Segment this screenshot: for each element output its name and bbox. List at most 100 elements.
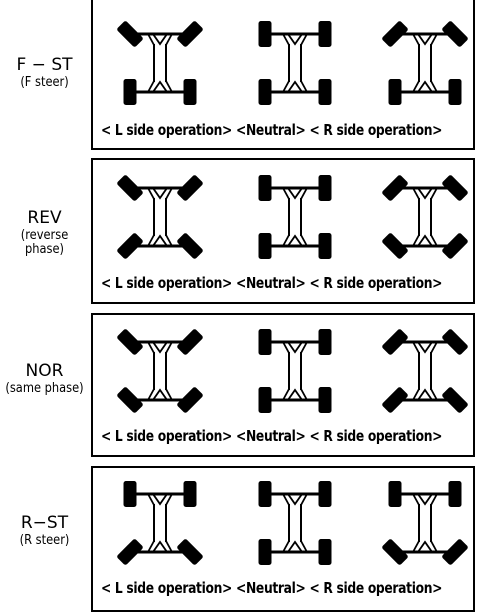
rear-axle — [136, 388, 184, 402]
rear-right-wheel — [177, 539, 203, 565]
front-right-wheel — [177, 175, 203, 201]
rear-axle — [401, 540, 449, 554]
rear-right-wheel — [318, 387, 332, 413]
front-left-wheel — [382, 329, 408, 355]
front-left-wheel — [388, 481, 402, 507]
caption-neutral: <Neutral> — [235, 427, 306, 445]
front-right-wheel — [448, 481, 462, 507]
front-left-wheel — [117, 21, 143, 47]
rear-left-wheel — [117, 233, 143, 259]
mode-subtitle: (R steer) — [19, 532, 70, 548]
front-left-wheel — [382, 175, 408, 201]
rear-left-wheel — [382, 539, 408, 565]
front-axle — [136, 186, 184, 200]
mode-subtitle: (reverse phase) — [20, 227, 69, 258]
front-right-wheel — [442, 21, 468, 47]
rear-left-wheel — [382, 233, 408, 259]
rear-axle — [401, 388, 449, 402]
rear-axle — [271, 388, 319, 402]
mode-name: NOR — [25, 361, 64, 381]
caption-left: < L side operation> — [101, 121, 233, 139]
vehicle — [382, 21, 468, 105]
vehicle — [382, 175, 468, 259]
front-axle — [271, 186, 319, 200]
rear-left-wheel — [117, 539, 143, 565]
rear-axle — [401, 234, 449, 248]
rear-right-wheel — [177, 233, 203, 259]
captions-row: < L side operation> <Neutral> < R side o… — [101, 427, 442, 445]
vehicle — [258, 175, 332, 259]
front-left-wheel — [117, 175, 143, 201]
rear-right-wheel — [183, 79, 197, 105]
vehicle — [117, 21, 203, 105]
rear-left-wheel — [258, 539, 272, 565]
mode-label-r-st: R−ST (R steer) — [0, 513, 89, 548]
rear-left-wheel — [117, 387, 143, 413]
front-right-wheel — [177, 21, 203, 47]
front-left-wheel — [382, 21, 408, 47]
caption-neutral: <Neutral> — [235, 121, 306, 139]
vehicle — [258, 329, 332, 413]
front-right-wheel — [318, 175, 332, 201]
front-axle — [136, 492, 184, 506]
rear-right-wheel — [442, 387, 468, 413]
front-right-wheel — [177, 329, 203, 355]
mode-label-f-st: F − ST (F steer) — [0, 55, 89, 90]
front-right-wheel — [442, 175, 468, 201]
rear-axle — [136, 80, 184, 94]
mode-name: REV — [27, 208, 62, 228]
front-right-wheel — [442, 329, 468, 355]
vehicle — [382, 329, 468, 413]
vehicle — [117, 329, 203, 413]
rear-axle — [271, 540, 319, 554]
rear-left-wheel — [123, 79, 137, 105]
rear-axle — [136, 234, 184, 248]
vehicle — [258, 481, 332, 565]
panel-f-st — [91, 0, 475, 150]
front-axle — [401, 32, 449, 46]
mode-name: F − ST — [16, 55, 73, 75]
rear-axle — [271, 234, 319, 248]
mode-subtitle: (same phase) — [5, 380, 84, 396]
rear-left-wheel — [258, 233, 272, 259]
front-right-wheel — [318, 329, 332, 355]
rear-left-wheel — [382, 387, 408, 413]
front-right-wheel — [318, 21, 332, 47]
front-right-wheel — [183, 481, 197, 507]
panel-nor — [91, 313, 475, 457]
rear-right-wheel — [318, 539, 332, 565]
rear-right-wheel — [177, 387, 203, 413]
caption-right: < R side operation> — [309, 427, 443, 445]
front-axle — [401, 186, 449, 200]
front-axle — [401, 340, 449, 354]
rear-right-wheel — [318, 233, 332, 259]
rear-axle — [136, 540, 184, 554]
mode-label-nor: NOR (same phase) — [0, 361, 89, 396]
front-axle — [136, 32, 184, 46]
front-axle — [271, 340, 319, 354]
front-left-wheel — [258, 481, 272, 507]
front-left-wheel — [123, 481, 137, 507]
captions-row: < L side operation> <Neutral> < R side o… — [101, 579, 442, 597]
mode-name: R−ST — [20, 513, 69, 533]
rear-axle — [271, 80, 319, 94]
front-axle — [271, 492, 319, 506]
captions-row: < L side operation> <Neutral> < R side o… — [101, 121, 442, 139]
mode-subtitle: (F steer) — [20, 74, 69, 90]
caption-left: < L side operation> — [101, 579, 233, 597]
caption-neutral: <Neutral> — [235, 579, 306, 597]
rear-right-wheel — [442, 539, 468, 565]
front-axle — [136, 340, 184, 354]
mode-label-rev: REV (reverse phase) — [0, 208, 89, 258]
rear-right-wheel — [442, 233, 468, 259]
panel-rev — [91, 158, 475, 304]
front-left-wheel — [258, 21, 272, 47]
rear-left-wheel — [388, 79, 402, 105]
front-right-wheel — [318, 481, 332, 507]
caption-right: < R side operation> — [309, 274, 443, 292]
rear-right-wheel — [448, 79, 462, 105]
caption-right: < R side operation> — [309, 121, 443, 139]
front-left-wheel — [117, 329, 143, 355]
front-left-wheel — [258, 175, 272, 201]
